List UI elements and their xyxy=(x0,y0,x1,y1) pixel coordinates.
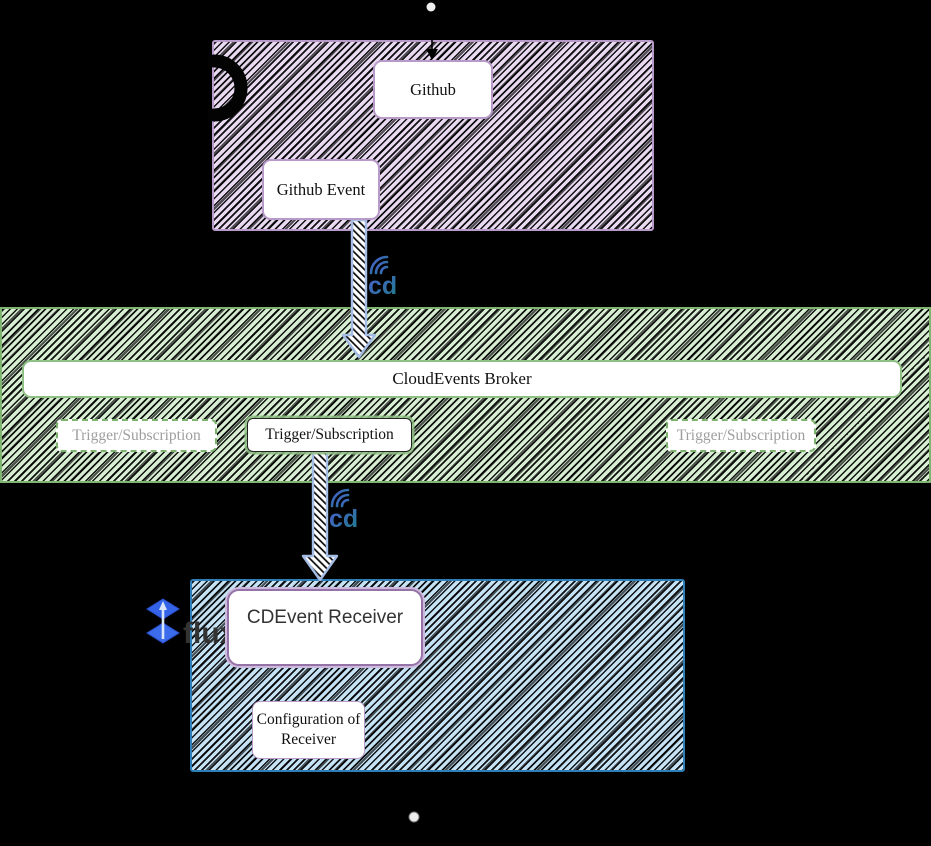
receiver-config-line2: Receiver xyxy=(280,731,337,748)
node-receiver-configuration: Configuration of Receiver xyxy=(252,701,365,759)
trigger-right-label: Trigger/Subscription xyxy=(676,426,806,444)
node-cloudevents-broker-label: CloudEvents Broker xyxy=(392,369,532,388)
svg-text:flux: flux xyxy=(183,617,228,650)
node-trigger-subscription-middle: Trigger/Subscription xyxy=(247,418,412,452)
svg-text:cd: cd xyxy=(329,505,358,532)
node-cdevent-receiver: CDEvent Receiver xyxy=(227,589,423,666)
event-arrow-to-receiver xyxy=(301,452,339,582)
trigger-middle-label: Trigger/Subscription xyxy=(265,426,394,443)
node-trigger-subscription-right: Trigger/Subscription xyxy=(666,419,816,452)
node-cloudevents-broker: CloudEvents Broker xyxy=(22,360,902,398)
svg-text:cd: cd xyxy=(368,272,397,299)
end-dot xyxy=(408,811,420,823)
trigger-left-label: Trigger/Subscription xyxy=(72,426,201,444)
node-github-label: Github xyxy=(410,79,456,99)
node-trigger-subscription-left: Trigger/Subscription xyxy=(56,419,217,452)
node-github-event: Github Event xyxy=(262,159,380,220)
cdevents-logo-icon: cd xyxy=(368,255,397,299)
cdevents-logo-icon: cd xyxy=(329,488,358,532)
receiver-config-line1: Configuration of xyxy=(256,710,361,728)
flux-logo-icon: flux xyxy=(146,598,228,650)
start-dot xyxy=(426,2,436,12)
node-github: Github xyxy=(373,60,493,119)
node-github-event-label: Github Event xyxy=(276,179,366,199)
node-cdevent-receiver-label: CDEvent Receiver xyxy=(246,607,404,628)
event-arrow-to-broker xyxy=(341,219,377,359)
